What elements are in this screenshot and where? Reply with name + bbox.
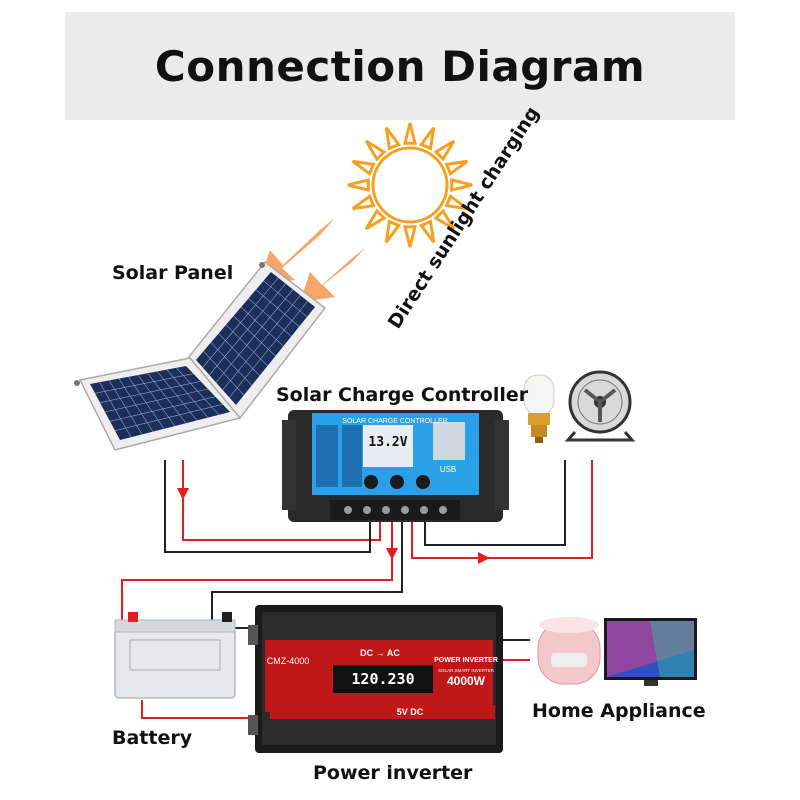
inverter-power-text: 4000W (447, 674, 486, 688)
inverter-mode-text: DC → AC (360, 648, 400, 658)
light-bulb-icon (523, 374, 555, 443)
panel-cell-line (218, 333, 260, 376)
solar-panel-label: Solar Panel (112, 262, 234, 284)
sun-ray (351, 193, 376, 211)
terminal-screw (439, 506, 447, 514)
sun-ray (450, 178, 473, 192)
television-icon (604, 618, 697, 686)
panel-cell-line (263, 280, 308, 318)
sun-ray (444, 159, 469, 177)
sun-ray (418, 219, 436, 244)
charge-controller-label: Solar Charge Controller (276, 384, 529, 406)
sun-ray (384, 219, 402, 244)
terminal-screw (420, 506, 428, 514)
charge-controller-image (282, 410, 509, 522)
sun-ray (351, 159, 376, 177)
rice-cooker-icon (537, 617, 601, 685)
page-title: Connection Diagram (154, 41, 646, 91)
sun-ray (364, 208, 387, 231)
sun-ray (384, 126, 402, 151)
inverter-sub-text: SOLAR SMART INVERTER (438, 668, 495, 673)
terminal-screw (363, 506, 371, 514)
sun-ray (418, 126, 436, 151)
panel-cell-line (99, 381, 201, 403)
panel-cell-line (225, 324, 268, 367)
power-inverter-label: Power inverter (313, 762, 473, 784)
panel-cell-line (240, 306, 284, 347)
controller-header-text: SOLAR CHARGE CONTROLLER (342, 418, 447, 425)
inverter-usb-text: 5V DC (397, 707, 424, 717)
controller-usb-text: USB (440, 465, 456, 474)
inverter-model-text: CMZ-4000 (267, 656, 310, 666)
panel-cell-line (210, 342, 253, 386)
title-band: Connection Diagram (65, 12, 735, 120)
terminal-screw (344, 506, 352, 514)
desk-fan-icon (564, 370, 636, 442)
panel-cell-line (94, 373, 194, 394)
wire-arrows (177, 488, 490, 564)
sun-ray (433, 139, 456, 162)
inverter-badge-text: POWER INVERTER (434, 657, 498, 664)
home-appliance-label: Home Appliance (532, 700, 706, 722)
power-inverter-image (248, 605, 503, 753)
panel-cell-line (255, 289, 300, 327)
panel-cell-line (114, 404, 223, 431)
panel-cell-line (203, 350, 245, 396)
sunlight-arrow-upper (258, 218, 335, 285)
sun-ray (433, 208, 456, 231)
terminal-screw (401, 506, 409, 514)
panel-cell-line (248, 298, 292, 337)
inverter-display-text: 120.230 (351, 670, 414, 688)
sun-ray (444, 193, 469, 211)
panel-cell-line (109, 396, 216, 422)
solar-panel-image (74, 260, 327, 451)
panel-cell-line (104, 388, 209, 413)
battery-label: Battery (112, 727, 193, 749)
sun-icon (347, 122, 473, 248)
sun-ray (403, 122, 417, 145)
sun-ray (403, 225, 417, 248)
battery-image (114, 612, 236, 699)
terminal-screw (382, 506, 390, 514)
sunlight-arrow-lower (300, 248, 365, 302)
controller-display-text: 13.2V (368, 435, 407, 450)
sun-ray (347, 178, 370, 192)
panel-cell-line (233, 315, 276, 357)
sun-ray (364, 139, 387, 162)
